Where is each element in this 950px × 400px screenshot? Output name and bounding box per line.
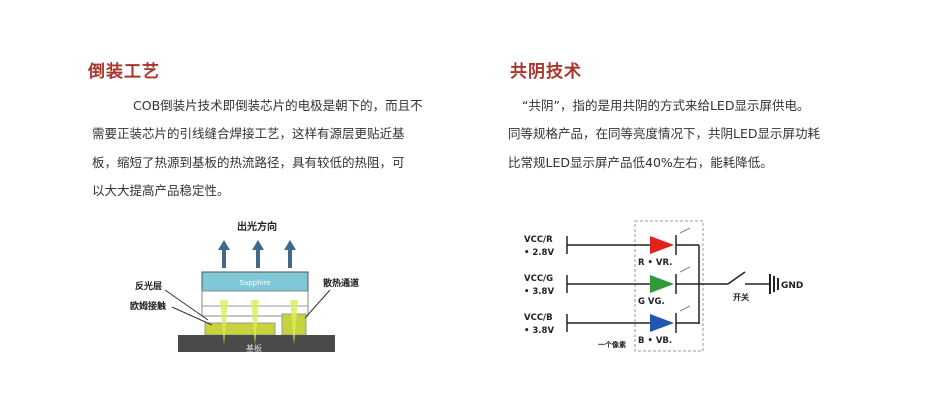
- led-b: [650, 314, 674, 332]
- led-r: [650, 236, 674, 254]
- flip-chip-diagram: 出光方向 Sapphire 基板 反光层 欧姆接触 散热通道: [130, 220, 359, 353]
- paragraph-line: 需要正装芯片的引线缝合焊接工艺，这样有源层更贴近基: [92, 126, 405, 141]
- vcc-label: VCC/B: [524, 313, 553, 323]
- section-title-flip-chip: 倒装工艺: [88, 62, 160, 82]
- paragraph-line: “共阴”，指的是用共阴的方式来给LED显示屏供电。: [522, 98, 810, 113]
- heat-channel-label: 散热通道: [323, 277, 359, 289]
- led-label: R • VR.: [638, 258, 672, 268]
- light-emission-icon: [679, 227, 691, 234]
- light-emission-icon: [679, 305, 691, 312]
- pixel-box: [634, 220, 704, 352]
- light-arrows: [218, 240, 296, 268]
- paragraph-line: COB倒装片技术即倒装芯片的电极是朝下的，而且不: [133, 98, 423, 113]
- voltage-label: • 3.8V: [524, 287, 554, 297]
- led-g: [650, 275, 674, 293]
- gnd-label: GND: [781, 281, 803, 291]
- paragraph-line: 板，缩短了热源到基板的热流路径，具有较低的热阻，可: [92, 155, 405, 170]
- voltage-label: • 2.8V: [524, 248, 554, 258]
- light-emission-icon: [679, 266, 691, 273]
- light-direction-label: 出光方向: [237, 220, 277, 233]
- sapphire-label: Sapphire: [239, 279, 270, 287]
- common-cathode-circuit: VCC/R • 2.8V R • VR. VCC/G • 3.8V G VG. VCC/B •…: [524, 220, 803, 352]
- section-title-common-cathode: 共阴技术: [510, 62, 582, 82]
- pixel-label: 一个像素: [598, 340, 626, 349]
- switch-label: 开关: [733, 292, 749, 302]
- reflective-layer-label: 反光层: [135, 280, 162, 292]
- ohmic-contact-label: 欧姆接触: [130, 300, 166, 312]
- substrate: [178, 335, 335, 352]
- vcc-label: VCC/R: [524, 235, 553, 245]
- led-label: B • VB.: [638, 336, 672, 346]
- paragraph-line: 以大大提高产品稳定性。: [92, 183, 230, 198]
- substrate-label: 基板: [246, 343, 262, 353]
- led-label: G VG.: [638, 297, 665, 307]
- voltage-label: • 3.8V: [524, 326, 554, 336]
- paragraph-line: 比常规LED显示屏产品低40%左右，能耗降低。: [508, 155, 773, 170]
- paragraph-line: 同等规格产品，在同等亮度情况下，共阴LED显示屏功耗: [508, 126, 820, 141]
- vcc-label: VCC/G: [524, 274, 553, 284]
- switch: [727, 271, 746, 285]
